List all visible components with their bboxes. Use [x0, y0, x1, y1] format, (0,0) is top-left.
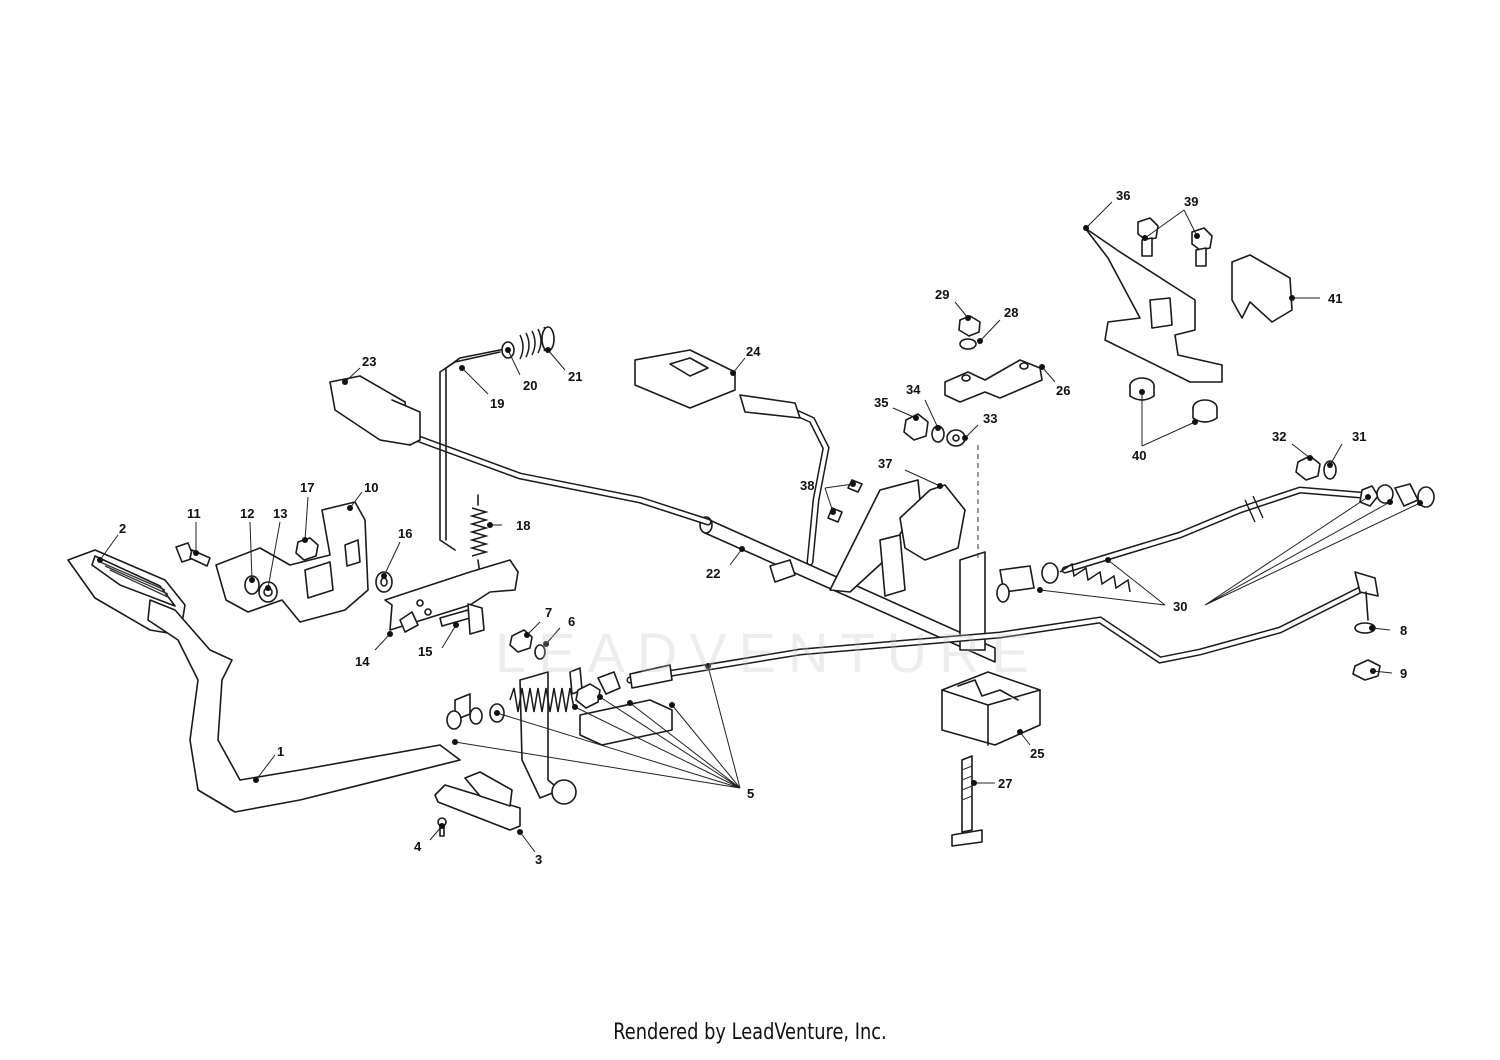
nut-9 [1352, 659, 1381, 681]
block-41 [1231, 254, 1293, 323]
callout-25: 25 [1030, 746, 1044, 761]
arm-1 [147, 599, 461, 813]
callout-35: 35 [874, 395, 888, 410]
washer-6 [534, 644, 546, 660]
bracket-36 [1084, 227, 1223, 383]
callout-5: 5 [747, 786, 754, 801]
callout-4: 4 [414, 839, 422, 854]
callout-37: 37 [878, 456, 892, 471]
leader-dots [97, 225, 1423, 835]
callout-15: 15 [418, 644, 432, 659]
callout-7: 7 [545, 605, 552, 620]
rod-assembly-30 [996, 483, 1435, 603]
callout-38: 38 [800, 478, 814, 493]
callout-34: 34 [906, 382, 921, 397]
callout-19: 19 [490, 396, 504, 411]
callout-32: 32 [1272, 429, 1286, 444]
callout-27: 27 [998, 776, 1012, 791]
rod-19 [439, 348, 506, 551]
leader-lines [99, 201, 1421, 853]
callout-18: 18 [516, 518, 530, 533]
callout-23: 23 [362, 354, 376, 369]
callout-33: 33 [983, 411, 997, 426]
spacer-40b [1192, 399, 1218, 423]
callout-41: 41 [1328, 291, 1342, 306]
callout-22: 22 [706, 566, 720, 581]
callout-28: 28 [1004, 305, 1018, 320]
bracket-10 [215, 501, 369, 623]
part-24-block [634, 349, 736, 409]
callout-10: 10 [364, 480, 378, 495]
upper-rod [396, 428, 712, 526]
part-23-handle [329, 375, 421, 446]
callout-1: 1 [277, 744, 284, 759]
clamp-26 [944, 359, 1043, 403]
bolt-11 [175, 542, 211, 567]
callout-2: 2 [119, 521, 126, 536]
callout-30: 30 [1173, 599, 1187, 614]
bolt-39b [1191, 227, 1213, 267]
pin-38 [827, 479, 863, 523]
callout-20: 20 [523, 378, 537, 393]
bent-arm [739, 394, 830, 566]
washer-31 [1323, 460, 1337, 480]
nut-13 [258, 581, 278, 603]
callout-26: 26 [1056, 383, 1070, 398]
callout-12: 12 [240, 506, 254, 521]
callout-3: 3 [535, 852, 542, 867]
callout-16: 16 [398, 526, 412, 541]
callout-13: 13 [273, 506, 287, 521]
washer-28 [959, 338, 977, 350]
callout-39: 39 [1184, 194, 1198, 209]
callout-11: 11 [187, 506, 201, 521]
callout-31: 31 [1352, 429, 1366, 444]
callout-36: 36 [1116, 188, 1130, 203]
nut-17 [295, 537, 319, 561]
nut-35 [903, 413, 929, 441]
assembly-5 [446, 571, 1379, 805]
bolt-39a [1137, 217, 1159, 257]
bracket-37 [829, 479, 966, 597]
callout-8: 8 [1400, 623, 1407, 638]
spring-18 [469, 494, 489, 576]
callout-21: 21 [568, 369, 582, 384]
bracket-14 [384, 559, 519, 633]
callout-17: 17 [300, 480, 314, 495]
callout-14: 14 [355, 654, 370, 669]
callout-6: 6 [568, 614, 575, 629]
callout-24: 24 [746, 344, 761, 359]
bolt-27 [951, 755, 983, 847]
washer-16 [375, 571, 393, 593]
callout-40: 40 [1132, 448, 1146, 463]
callout-labels: 1 2 3 4 5 6 7 8 9 10 11 12 13 14 15 16 1… [119, 188, 1407, 867]
bracket-3 [434, 771, 521, 831]
callout-29: 29 [935, 287, 949, 302]
footer-credit: Rendered by LeadVenture, Inc. [613, 1020, 887, 1045]
bolt-15 [439, 603, 485, 635]
block-25 [941, 671, 1041, 746]
callout-9: 9 [1400, 666, 1407, 681]
